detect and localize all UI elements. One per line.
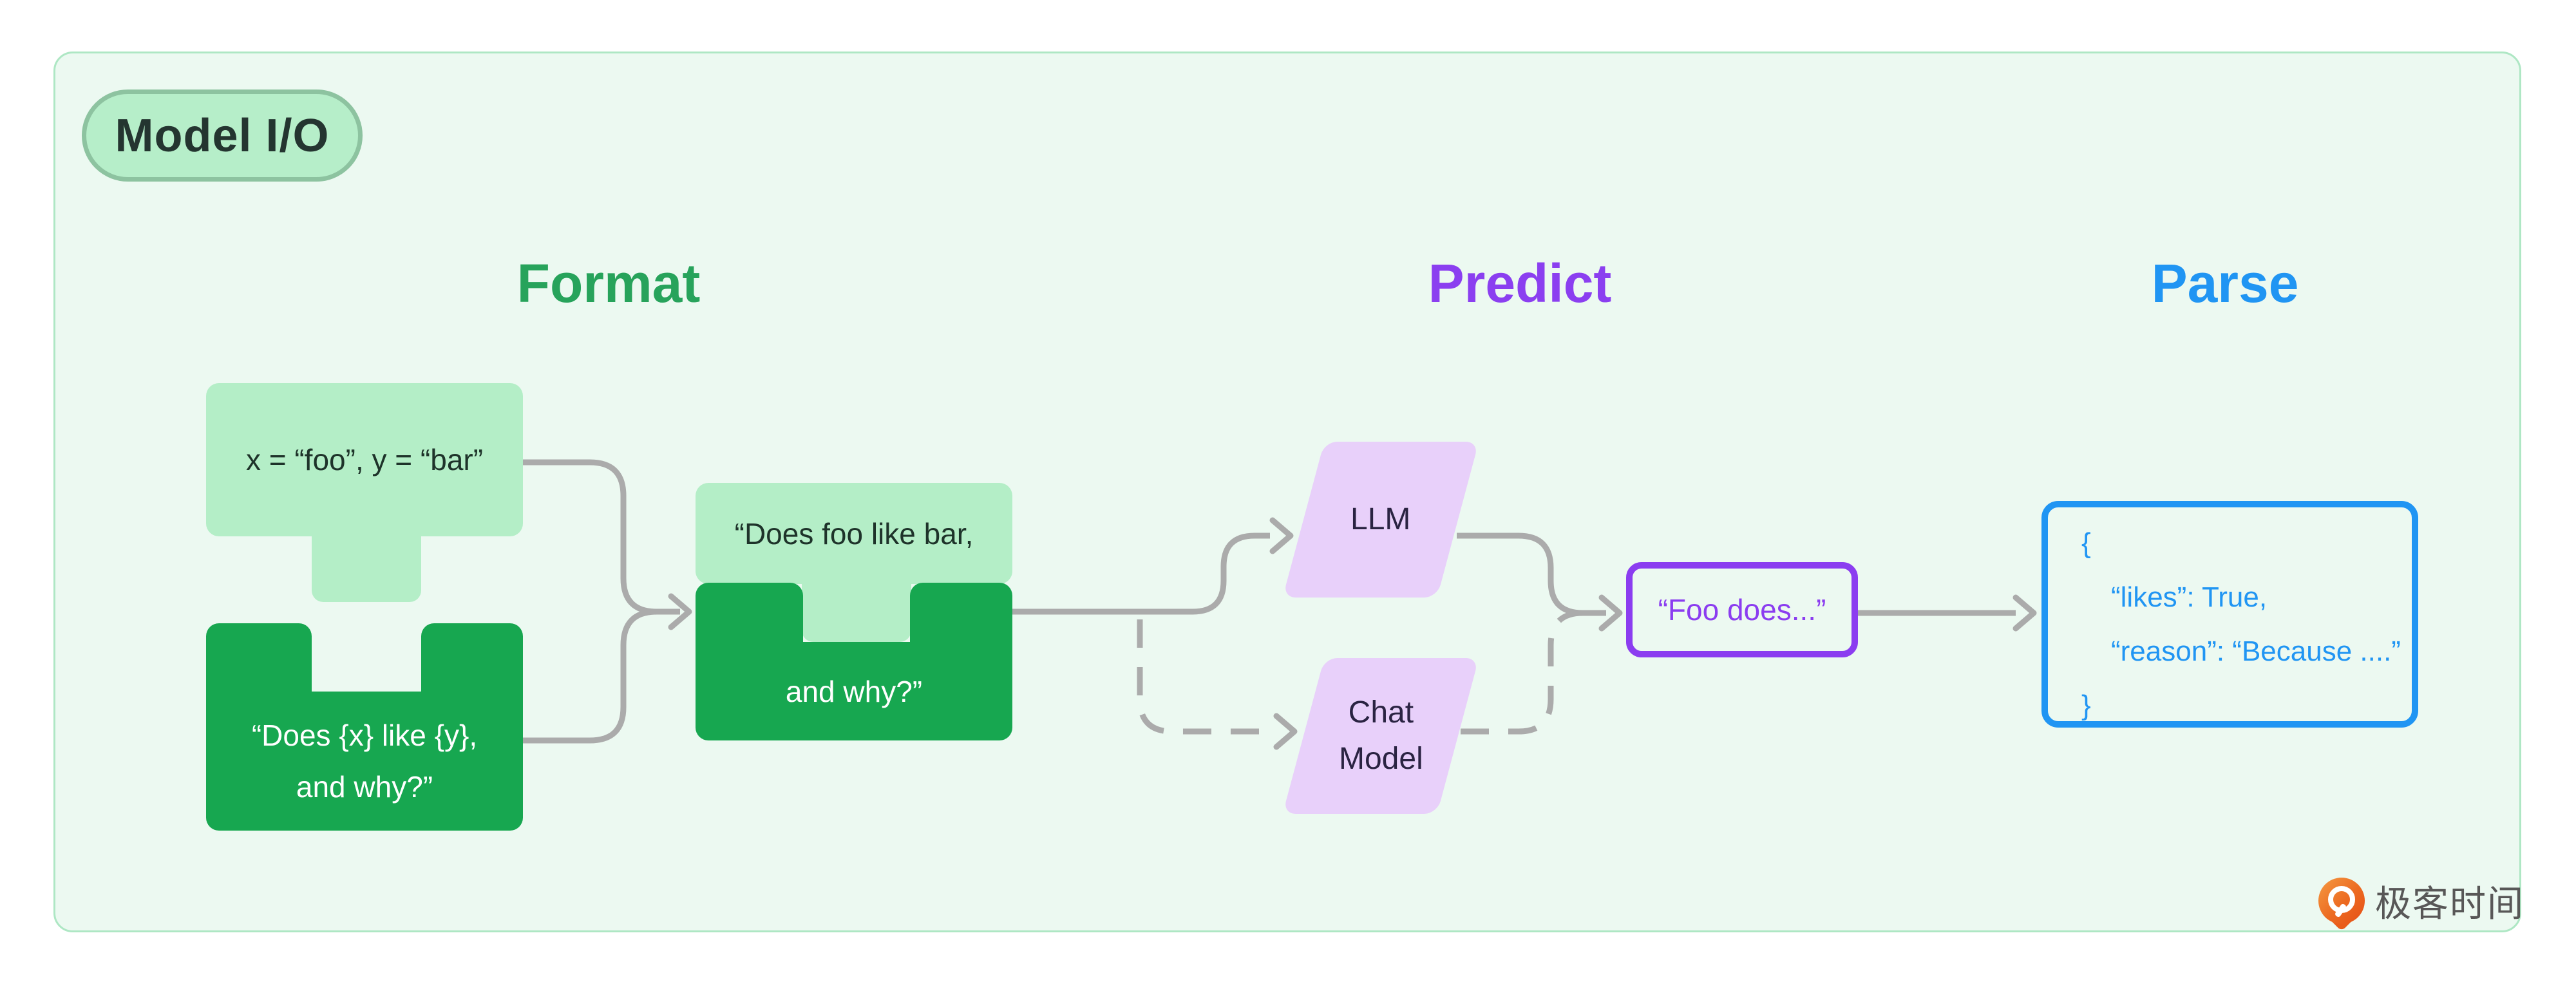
prompt-template-text-line1: “Does {x} like {y}, xyxy=(251,719,478,752)
stage-label-predict: Predict xyxy=(1428,253,1612,314)
chat-model-label-line2: Model xyxy=(1338,742,1423,776)
prompt-template-text: “Does {x} like {y}, and why?” xyxy=(206,692,523,831)
wire-template-to-combined xyxy=(523,608,658,744)
chat-model-label-line1: Chat xyxy=(1348,695,1414,730)
json-line-close-brace: } xyxy=(2081,690,2091,721)
json-line-open-brace: { xyxy=(2081,527,2091,559)
prompt-template-piece xyxy=(206,692,523,831)
prompt-variables-text: x = “foo”, y = “bar” xyxy=(245,443,484,476)
arrowhead-into-chat-model xyxy=(1273,713,1298,750)
formatted-prompt-piece-light xyxy=(696,483,1012,584)
arrowhead-into-output xyxy=(1598,594,1623,632)
stage-label-parse: Parse xyxy=(2151,253,2299,314)
llm-label: LLM xyxy=(1350,502,1411,536)
arrowhead-into-llm xyxy=(1269,517,1294,554)
formatted-prompt-piece-shoulder-left xyxy=(696,583,803,643)
prompt-variables-piece-tab xyxy=(312,536,421,602)
formatted-prompt-piece-tab xyxy=(802,581,911,642)
wire-combined-to-chat-model xyxy=(1137,619,1270,735)
wire-chat-model-to-output xyxy=(1461,610,1584,735)
formatted-prompt-text-light: “Does foo like bar, xyxy=(734,516,974,551)
prompt-template-piece-shoulder-right xyxy=(421,623,523,693)
json-line-likes: “likes”: True, xyxy=(2111,581,2268,613)
wire-combined-to-llm xyxy=(1012,532,1270,615)
json-line-reason: “reason”: “Because ....” xyxy=(2111,636,2401,667)
geektime-logo-text: 极客时间 xyxy=(2375,883,2524,924)
model-output-box: “Foo does...” xyxy=(1626,562,1858,657)
prompt-template-piece-shoulder-left xyxy=(206,623,312,693)
model-io-badge: Model I/O xyxy=(82,89,363,182)
wire-variables-to-combined xyxy=(523,459,680,615)
arrowhead-into-combined xyxy=(668,593,692,630)
geektime-logo-icon xyxy=(2318,878,2365,932)
stage-label-format: Format xyxy=(516,253,701,314)
formatted-prompt-text-dark: and why?” xyxy=(785,674,923,708)
prompt-variables-piece xyxy=(206,383,523,536)
model-output-text: “Foo does...” xyxy=(1658,593,1826,626)
wire-llm-to-output xyxy=(1457,532,1606,616)
prompt-template-text-line2: and why?” xyxy=(296,770,433,804)
arrowhead-into-json xyxy=(2012,594,2037,632)
formatted-prompt-piece-shoulder-right xyxy=(910,583,1012,643)
chat-model-label: Chat Model xyxy=(1339,690,1423,782)
model-io-badge-label: Model I/O xyxy=(115,109,330,162)
formatted-prompt-piece-dark xyxy=(696,642,1012,740)
parsed-output-box: { “likes”: True, “reason”: “Because ....… xyxy=(2041,501,2418,728)
geektime-logo: 极客时间 xyxy=(2318,873,2524,932)
